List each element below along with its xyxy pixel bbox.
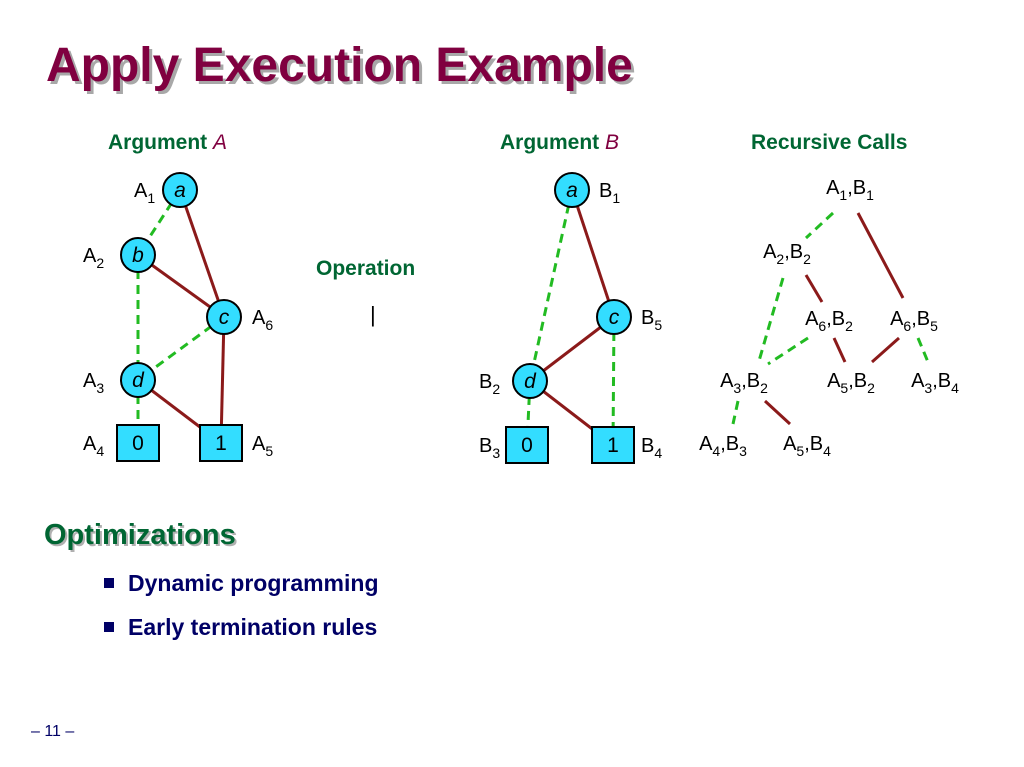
low-edge [731,400,740,425]
recursive-call-label: A3,B4 [911,370,959,396]
argument-a-var: A [213,131,228,154]
high-edge [804,274,824,303]
page-number: – 11 – [31,723,75,740]
optimization-item: Dynamic programming [104,567,379,611]
high-edge [219,316,226,444]
terminal-label: 0 [521,434,533,457]
terminal-node [116,424,160,462]
variable-node [162,172,198,208]
operation-heading: Operation [316,257,416,280]
high-edge [763,399,792,426]
recursive-call-label: A6,B2 [805,308,853,334]
argument-b-var: B [605,131,620,154]
high-edge [856,212,905,299]
node-label: d [132,369,145,392]
high-edge [178,189,226,318]
slide-title: Apply Execution Example [46,39,633,92]
argument-a-heading: Argument A [108,131,227,155]
operation-symbol: | [370,302,376,327]
node-name-label: A4 [83,433,104,459]
recursive-call-label: A3,B2 [720,370,768,396]
argument-b-graph: a B1 c B5 d B2 0 B3 1 B4 [479,172,662,464]
variable-node [554,172,590,208]
high-edge [871,336,900,364]
variable-node [120,237,156,273]
node-name-label: B4 [641,435,662,461]
low-edge [757,277,785,362]
node-name-label: A3 [83,370,104,396]
high-edge [832,337,847,363]
argument-b-heading: Argument B [500,131,619,155]
node-label: b [132,244,144,267]
variable-node [512,363,548,399]
terminal-label: 1 [215,432,227,455]
terminal-label: 1 [607,434,619,457]
low-edge [767,336,809,366]
argument-b-prefix: Argument [500,131,600,154]
variable-node [206,299,242,335]
node-name-label: B2 [479,371,500,397]
node-name-label: B5 [641,307,662,333]
node-name-label: B3 [479,435,500,461]
high-edge [570,189,616,318]
optimizations-heading: Optimizations [44,519,236,551]
variable-node [596,299,632,335]
node-label: a [566,179,578,202]
optimization-item: Early termination rules [104,611,379,655]
node-label: c [219,306,230,329]
node-label: a [174,179,186,202]
argument-a-graph: a A1 b A2 c A6 d A3 0 A4 1 A5 [83,172,273,462]
low-edge [528,189,574,382]
recursive-call-label: A5,B2 [827,370,875,396]
low-edge [611,316,616,446]
recursive-call-label: A4,B3 [699,433,747,459]
node-name-label: A2 [83,245,104,271]
argument-a-prefix: Argument [108,131,208,154]
node-name-label: A5 [252,433,273,459]
terminal-node [199,424,243,462]
node-name-label: B1 [599,180,620,206]
terminal-node [591,426,635,464]
optimizations-list: Dynamic programming Early termination ru… [104,567,379,655]
variable-node [120,362,156,398]
low-edge [916,337,930,363]
recursive-calls-heading: Recursive Calls [751,131,908,154]
terminal-node [505,426,549,464]
recursive-call-label: A6,B5 [890,308,938,334]
node-label: d [524,370,537,393]
node-label: c [609,306,620,329]
recursive-call-label: A5,B4 [783,433,831,459]
low-edge [804,211,835,240]
recursive-call-label: A2,B2 [763,241,811,267]
node-name-label: A1 [134,180,155,206]
node-name-label: A6 [252,307,273,333]
recursive-call-label: A1,B1 [826,177,874,203]
terminal-label: 0 [132,432,144,455]
